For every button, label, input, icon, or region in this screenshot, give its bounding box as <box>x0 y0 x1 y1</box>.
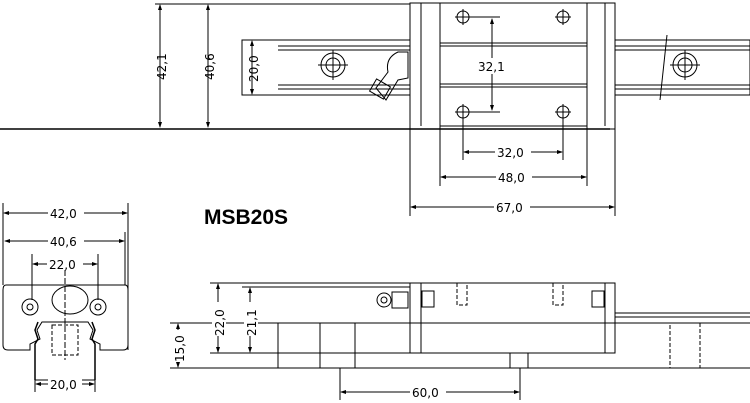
dim-rail-hole-pitch: 60,0 <box>412 386 439 400</box>
dim-width-total: 42,0 <box>50 207 77 221</box>
grease-fitting-icon <box>368 51 409 101</box>
grease-fitting-icon <box>376 291 409 309</box>
dim-height-block: 40,6 <box>203 53 217 80</box>
dim-end-rail-width: 20,0 <box>50 378 77 392</box>
top-view: 42,1 40,6 20,0 32,1 32,0 48,0 67,0 <box>0 2 750 216</box>
side-view: 15,0 22,0 21,1 60,0 <box>170 282 750 400</box>
dim-assembly-height: 22,0 <box>213 309 227 336</box>
dim-height-total: 42,1 <box>155 53 169 80</box>
dim-block-height: 21,1 <box>245 309 259 336</box>
rail-hole-icon <box>318 50 348 80</box>
model-title: MSB20S <box>204 206 288 229</box>
dim-block-length: 67,0 <box>496 201 523 215</box>
mounting-hole-icon <box>455 9 500 25</box>
mounting-hole-icon <box>555 104 571 160</box>
mounting-hole-icon <box>555 9 571 25</box>
dim-hole-pitch-vertical: 32,1 <box>478 60 505 74</box>
dim-plate-length: 48,0 <box>498 171 525 185</box>
dim-rail-height: 15,0 <box>173 335 187 362</box>
dim-hole-spacing: 22,0 <box>49 258 76 272</box>
dim-hole-pitch-horizontal: 32,0 <box>497 146 524 160</box>
end-view: 42,0 40,6 22,0 20,0 <box>2 203 129 392</box>
rail-hole-icon <box>670 50 700 80</box>
dim-rail-width: 20,0 <box>247 55 261 82</box>
dim-width-inner: 40,6 <box>50 235 77 249</box>
